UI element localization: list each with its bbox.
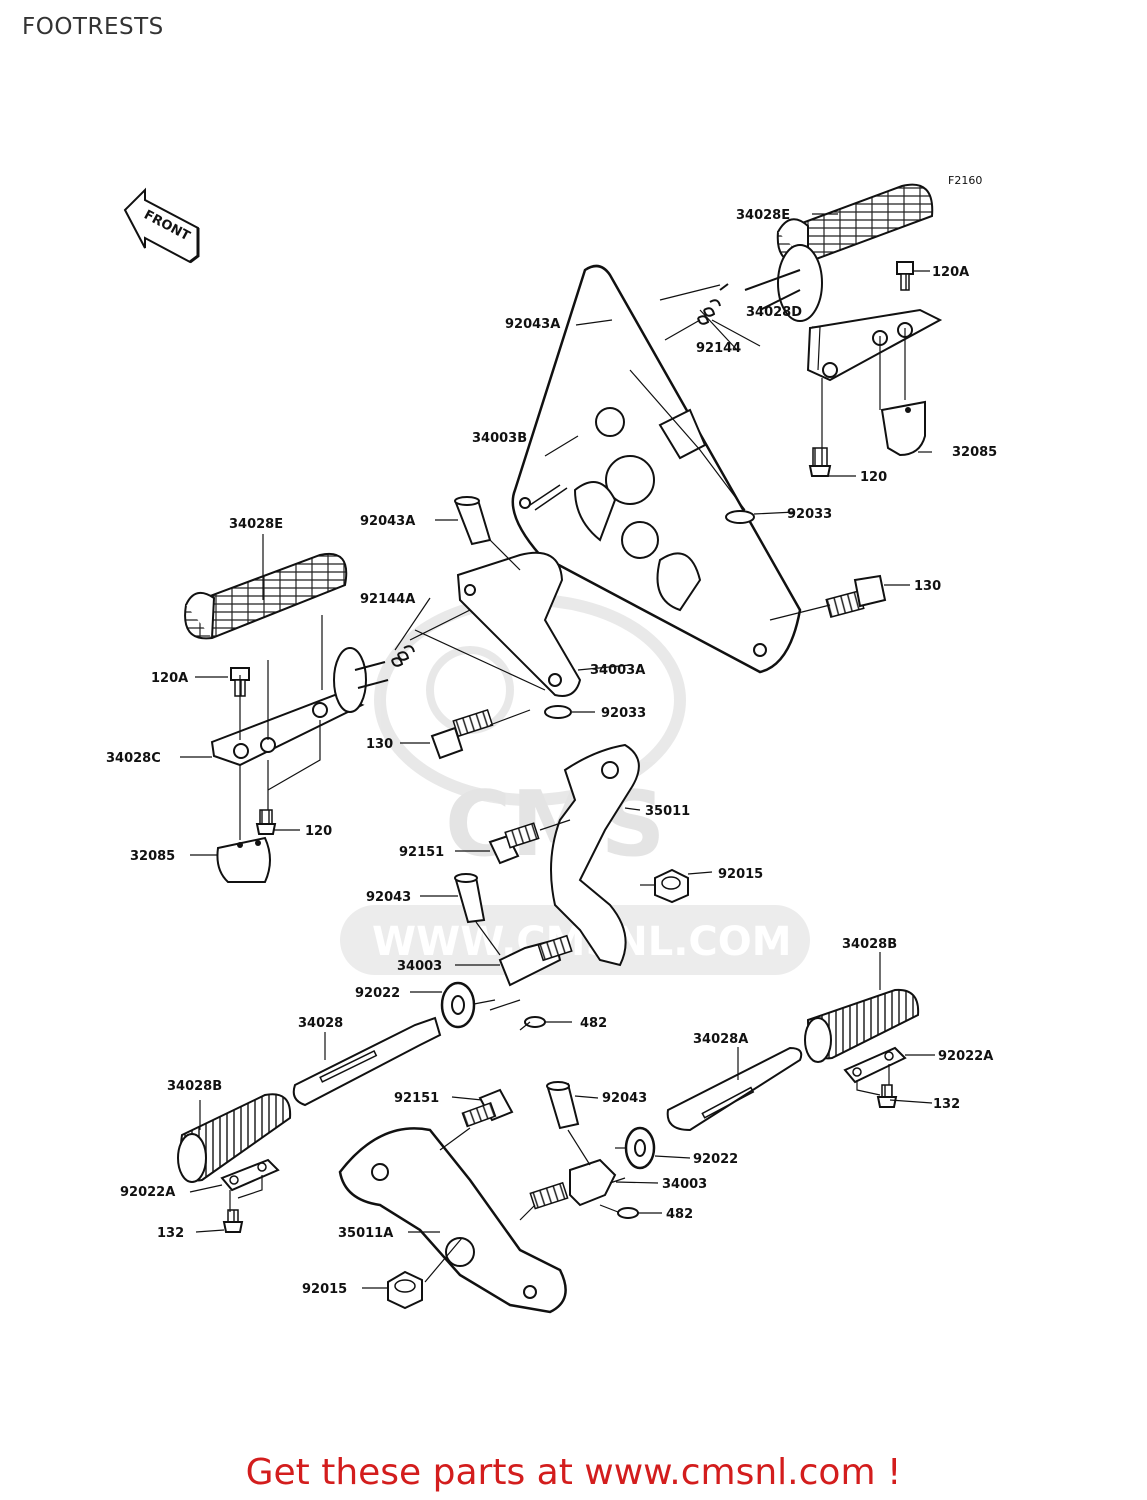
plate-34003b [511,264,802,674]
part-label: 34003 [662,1177,707,1192]
bolt-92151-lower [461,1088,514,1128]
page-title: FOOTRESTS [22,14,164,40]
pin-92043a-middle [454,496,492,546]
figure-code: F2160 [948,174,982,187]
washer-plate-92022a-right [843,1046,907,1084]
pin-92043-lower [546,1081,580,1130]
part-label: 92033 [601,706,646,721]
part-label: 92151 [394,1091,439,1106]
part-label: 92151 [399,845,444,860]
part-label: 120 [860,470,887,485]
part-label: 92015 [718,867,763,882]
bolt-130-left [430,708,494,760]
spring-92144 [697,283,729,325]
part-label: 34028E [229,517,283,532]
part-label: 132 [933,1097,960,1112]
part-label: 92043 [366,890,411,905]
cotter-92033-lower [544,705,572,719]
watermark: CMS WWW.CMSNL.COM [340,594,810,975]
part-label: 34028E [736,208,790,223]
washer-plate-92022a-left [220,1158,280,1192]
bolt-120a-right [896,261,914,291]
part-label: 92015 [302,1282,347,1297]
part-label: 92043A [505,317,560,332]
part-labels: 34028E 120A 92043A 34028D 92144 34003B 3… [106,208,997,1297]
part-label: 34028C [106,751,161,766]
part-label: 34028B [167,1079,222,1094]
part-label: 32085 [952,445,997,460]
arm-35011a [338,1127,567,1314]
bolt-92151-upper [488,822,540,865]
part-label: 34003 [397,959,442,974]
stopper-32085-left [216,836,271,883]
part-label: 92022A [938,1049,993,1064]
part-label: 34028A [693,1032,748,1047]
part-label: 35011 [645,804,690,819]
part-label: 35011A [338,1226,393,1241]
stopper-32085-right [880,400,926,457]
part-label: 92043A [360,514,415,529]
bracket-34003a [456,551,582,697]
peg-34028a [666,1046,803,1132]
part-label: 32085 [130,849,175,864]
part-label: 92022 [355,986,400,1001]
part-label: 130 [366,737,393,752]
washer-92022-lower [624,1126,656,1170]
front-arrow-icon: FRONT [123,187,200,264]
part-label: 120 [305,824,332,839]
bolt-120-left [255,809,277,835]
nut-92015-upper [654,868,689,904]
footer-link[interactable]: Get these parts at www.cmsnl.com ! [245,1452,902,1493]
nut-92015-lower [387,1270,423,1310]
rubber-34028b-right [804,988,920,1063]
bracket-34028d [744,244,943,382]
peg-34028 [292,1016,442,1107]
rubber-34028b-left [177,1093,292,1183]
bolt-132-right [876,1084,898,1108]
part-label: 34003B [472,431,527,446]
pin-92043-upper [454,873,486,924]
cotter-482-upper [524,1016,546,1028]
part-label: 34003A [590,663,645,678]
leader-lines [180,213,935,1289]
part-label: 132 [157,1226,184,1241]
part-label: 120A [151,671,188,686]
cotter-92033-upper [725,510,755,524]
part-label: 130 [914,579,941,594]
spring-92144a [391,645,415,667]
part-label: 34028B [842,937,897,952]
part-label: 92043 [602,1091,647,1106]
part-label: 120A [932,265,969,280]
bolt-130-right [825,574,887,619]
part-label: 92033 [787,507,832,522]
part-label: 34028D [746,305,802,320]
rubber-34028e-left [184,552,348,640]
washer-92022-upper [440,981,476,1029]
part-label: 92144A [360,592,415,607]
part-label: 482 [580,1016,607,1031]
part-label: 92144 [696,341,741,356]
bracket-34028c [210,647,389,767]
part-label: 92022A [120,1185,175,1200]
part-label: 34028 [298,1016,343,1031]
part-label: 92022 [693,1152,738,1167]
clevis-34003-lower [529,1158,617,1210]
part-label: 482 [666,1207,693,1222]
bolt-120-right [808,447,832,477]
clevis-34003-upper [498,934,573,987]
bolt-132-left [222,1209,244,1233]
parts-diagram: CMS WWW.CMSNL.COM FRONT F2160 [106,174,997,1314]
cotter-482-lower [617,1207,639,1219]
arm-35011 [550,743,640,967]
